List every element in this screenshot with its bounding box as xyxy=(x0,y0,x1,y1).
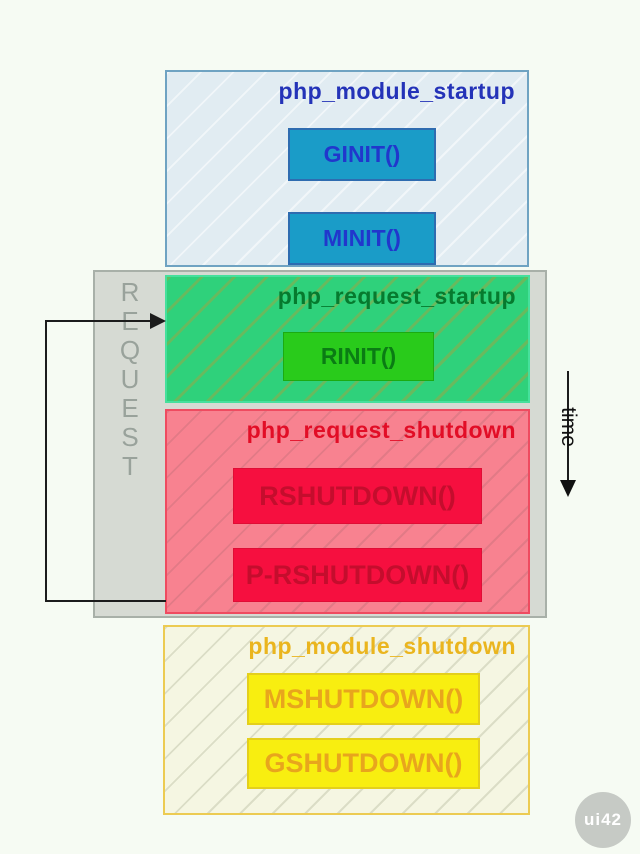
request-loop-arrow-bottom-segment xyxy=(45,600,166,602)
request-container: R E Q U E S T php_request_startup RINIT(… xyxy=(93,270,547,618)
ginit-node: GINIT() xyxy=(288,128,436,181)
request-letter: S xyxy=(121,422,139,452)
request-letter: Q xyxy=(119,335,141,365)
p-rshutdown-node: P-RSHUTDOWN() xyxy=(233,548,482,602)
module-startup-title: php_module_startup xyxy=(278,78,515,104)
request-startup-box: php_request_startup RINIT() xyxy=(165,275,530,403)
module-shutdown-title: php_module_shutdown xyxy=(248,633,516,659)
minit-node: MINIT() xyxy=(288,212,436,265)
request-letter: T xyxy=(122,451,138,481)
time-arrow-line xyxy=(567,371,569,482)
request-letter: R xyxy=(120,277,140,307)
mshutdown-node: MSHUTDOWN() xyxy=(247,673,480,725)
request-loop-arrow-top-segment xyxy=(45,320,152,322)
request-loop-arrow-left-segment xyxy=(45,320,47,602)
request-startup-title: php_request_startup xyxy=(277,283,516,309)
request-letter: E xyxy=(121,393,139,423)
request-letter: U xyxy=(120,364,140,394)
module-shutdown-box: php_module_shutdown MSHUTDOWN() GSHUTDOW… xyxy=(163,625,530,815)
rinit-node: RINIT() xyxy=(283,332,434,381)
time-arrowhead-icon xyxy=(560,480,576,497)
watermark-logo: ui42 xyxy=(575,792,631,848)
request-loop-arrowhead-icon xyxy=(150,313,166,329)
gshutdown-node: GSHUTDOWN() xyxy=(247,738,480,789)
request-shutdown-title: php_request_shutdown xyxy=(246,417,516,443)
watermark-text: ui42 xyxy=(583,810,623,829)
request-shutdown-box: php_request_shutdown RSHUTDOWN() P-RSHUT… xyxy=(165,409,530,614)
rshutdown-node: RSHUTDOWN() xyxy=(233,468,482,524)
module-startup-box: php_module_startup GINIT() MINIT() xyxy=(165,70,529,267)
request-vertical-label: R E Q U E S T xyxy=(95,278,165,481)
